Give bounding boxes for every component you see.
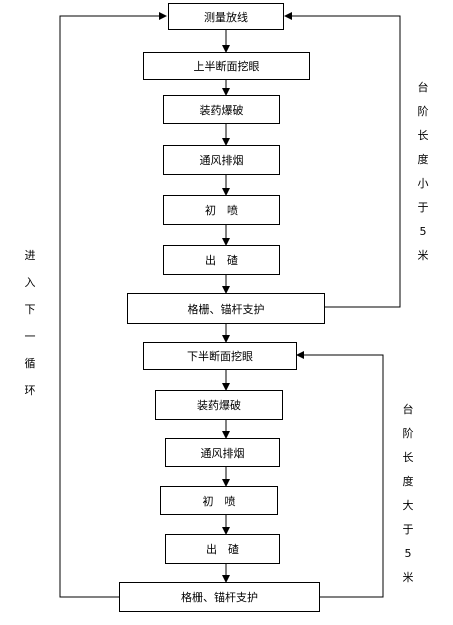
box-charge-blast-1: 装药爆破 <box>163 95 280 124</box>
label-bench-less-5-char: 米 <box>417 249 429 262</box>
label-bench-greater-5-char: 5 <box>404 547 412 560</box>
box-lower-excavation: 下半断面挖眼 <box>143 342 297 370</box>
label-next-cycle-char: 循 <box>24 357 36 370</box>
label-next-cycle-char: 环 <box>24 384 36 397</box>
loop-next-cycle <box>59 12 167 598</box>
label-next-cycle-char: 一 <box>24 330 36 343</box>
label-bench-greater-5-char: 于 <box>402 523 414 536</box>
label-bench-greater-5-char: 大 <box>402 499 414 512</box>
box-muck-2: 出 碴 <box>165 534 280 564</box>
box-measure: 测量放线 <box>168 3 284 30</box>
label-bench-less-5-char: 阶 <box>417 105 429 118</box>
box-muck-1: 出 碴 <box>163 245 280 275</box>
box-upper-excavation: 上半断面挖眼 <box>143 52 310 80</box>
label-bench-less-5: 台 阶 长 度 小 于 5 米 <box>415 82 431 261</box>
box-ventilate-2: 通风排烟 <box>165 438 280 467</box>
box-shotcrete-2: 初 喷 <box>160 486 278 515</box>
box-support-1: 格栅、锚杆支护 <box>127 293 325 324</box>
label-bench-less-5-char: 小 <box>417 177 429 190</box>
label-bench-less-5-char: 长 <box>417 129 429 142</box>
label-next-cycle-char: 下 <box>24 303 36 316</box>
label-bench-less-5-char: 度 <box>417 153 429 166</box>
label-bench-greater-5-char: 长 <box>402 451 414 464</box>
label-next-cycle-char: 进 <box>24 249 36 262</box>
box-shotcrete-1: 初 喷 <box>163 195 280 225</box>
label-bench-less-5-char: 台 <box>417 81 429 94</box>
box-charge-blast-2: 装药爆破 <box>155 390 283 420</box>
label-bench-greater-5-char: 米 <box>402 571 414 584</box>
label-next-cycle-char: 入 <box>24 276 36 289</box>
label-bench-greater-5: 台 阶 长 度 大 于 5 米 <box>400 404 416 583</box>
label-bench-less-5-char: 5 <box>419 225 427 238</box>
label-bench-less-5-char: 于 <box>417 201 429 214</box>
loop-bench-less-5 <box>284 12 401 308</box>
label-bench-greater-5-char: 台 <box>402 403 414 416</box>
box-support-2: 格栅、锚杆支护 <box>119 582 320 612</box>
loop-bench-greater-5 <box>296 351 384 598</box>
label-next-cycle: 进 入 下 一 循 环 <box>22 250 38 396</box>
label-bench-greater-5-char: 度 <box>402 475 414 488</box>
box-ventilate-1: 通风排烟 <box>163 145 280 175</box>
label-bench-greater-5-char: 阶 <box>402 427 414 440</box>
